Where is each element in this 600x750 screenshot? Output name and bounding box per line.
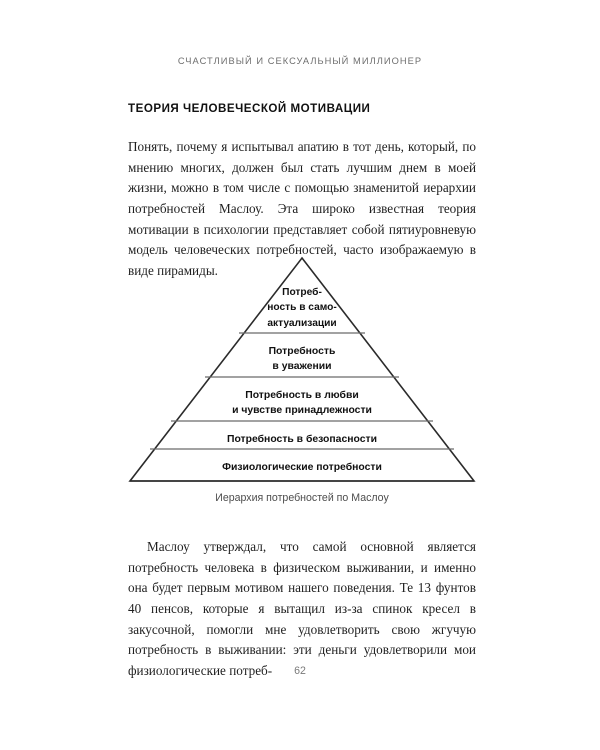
page-title: ТЕОРИЯ ЧЕЛОВЕЧЕСКОЙ МОТИВАЦИИ [128,101,371,115]
paragraph-body: Маслоу утверждал, что самой основной явл… [128,539,476,678]
page-number: 62 [294,665,306,677]
maslow-pyramid-figure: Потреб- ность в само- актуализации Потре… [128,252,476,510]
pyramid-graphic [128,252,476,486]
figure-caption: Иерархия потребностей по Маслоу [215,492,389,504]
running-head: СЧАСТЛИВЫЙ И СЕКСУАЛЬНЫЙ МИЛЛИОНЕР [177,56,423,66]
pyramid-outline [128,256,476,482]
paragraph-intro: Понять, почему я испытывал апатию в тот … [128,139,476,278]
